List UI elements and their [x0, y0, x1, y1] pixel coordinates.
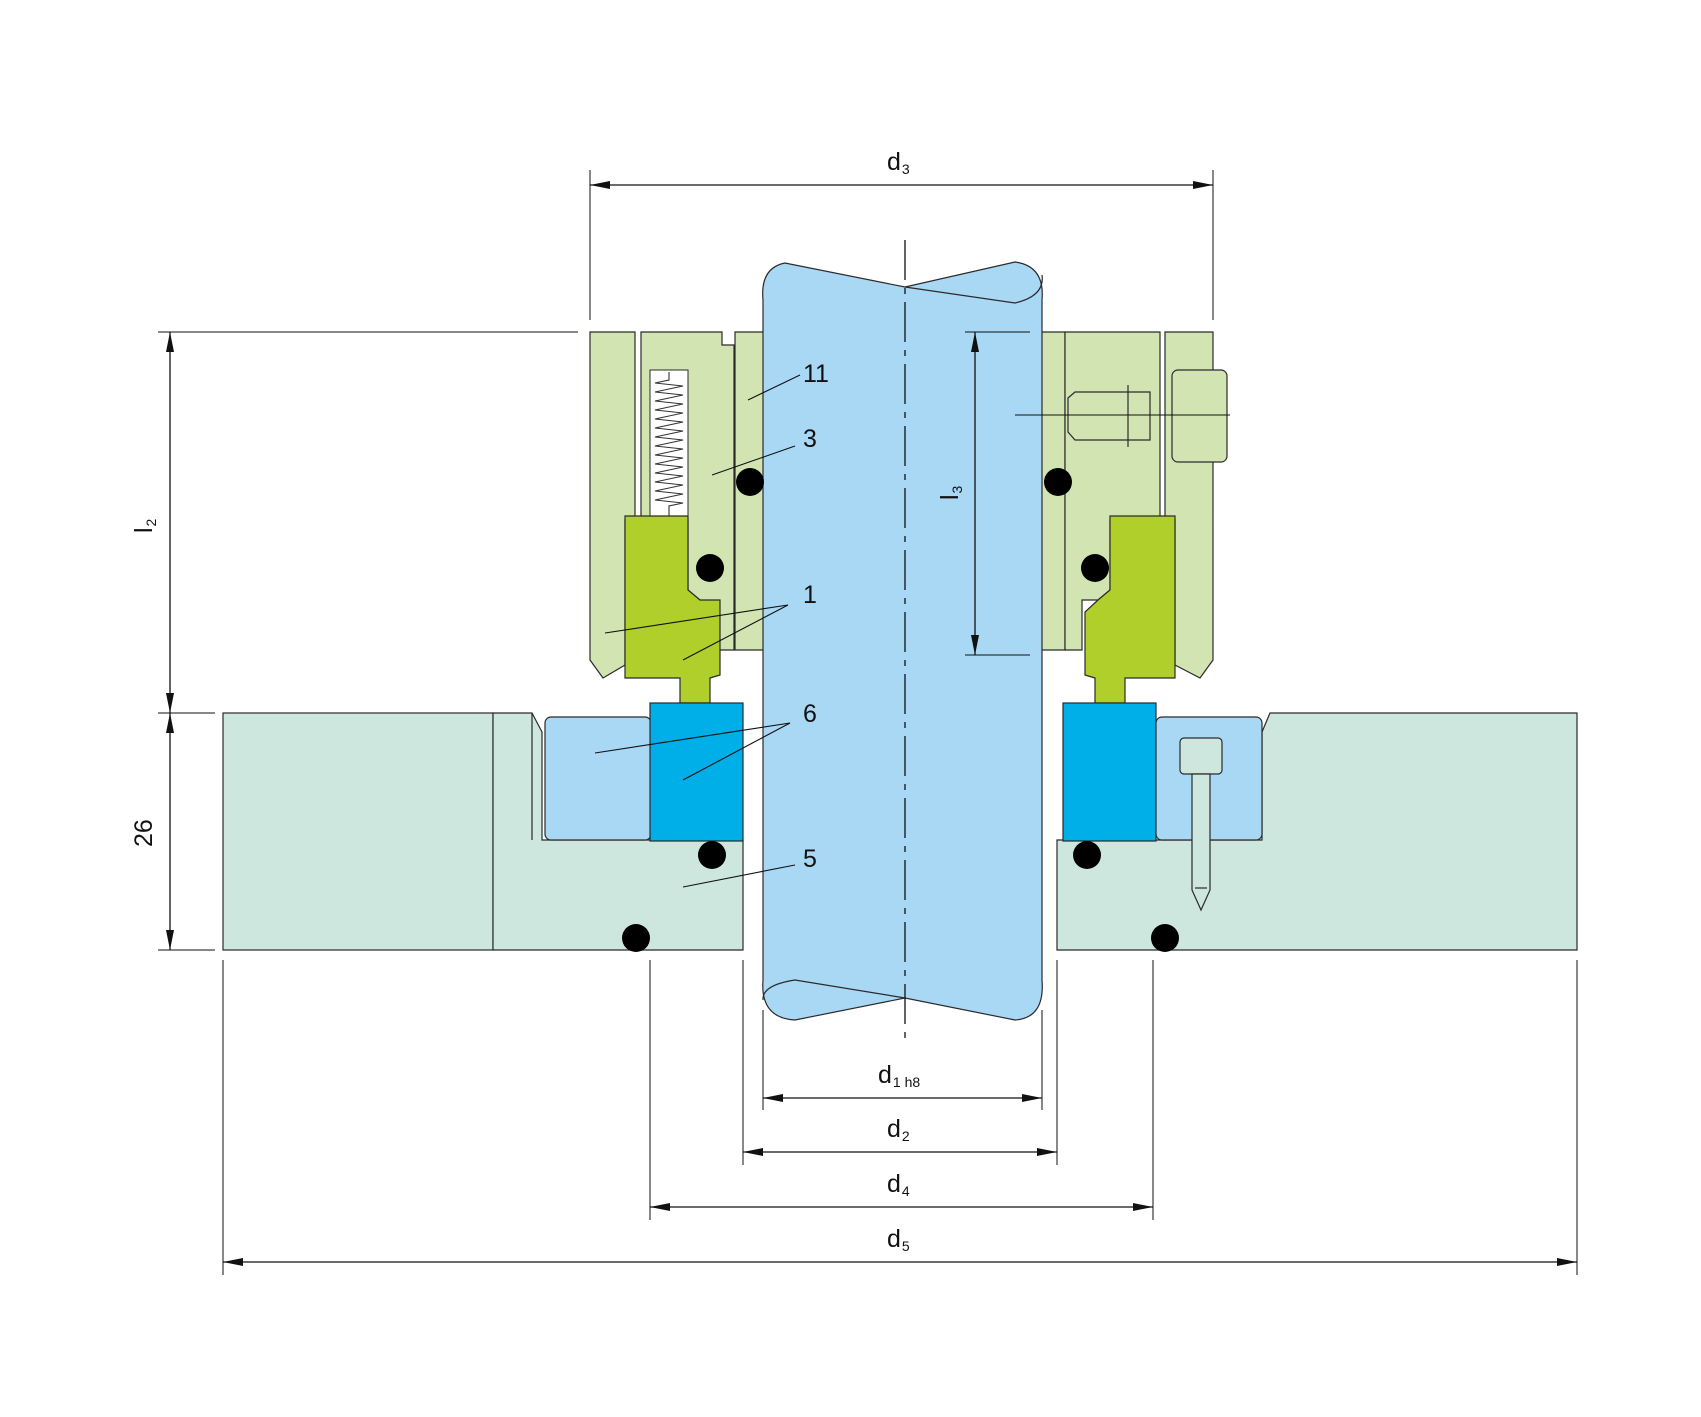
o-ring-6 [1073, 841, 1101, 869]
rotating-face-right [1062, 702, 1157, 842]
part-label-6: 6 [803, 700, 817, 728]
rotating-face-left [649, 702, 744, 842]
pin-screw-shank [1191, 773, 1211, 912]
extension-lines [158, 170, 1578, 1275]
dim-label-d2: d2 [887, 1115, 910, 1144]
spring-icon [654, 372, 684, 530]
o-ring-2 [1044, 468, 1072, 496]
clamp-screw-body [1067, 391, 1151, 441]
spring-coil [654, 372, 684, 530]
part-label-5: 5 [803, 845, 817, 873]
seal-faces [544, 702, 1263, 912]
o-ring-4 [1081, 554, 1109, 582]
dim-label-26: 26 [130, 819, 158, 847]
seat-ring-right [1084, 515, 1176, 704]
seat-ring-left [624, 515, 721, 704]
o-ring-8 [1151, 924, 1179, 952]
stationary-face-left-outer [544, 716, 652, 841]
dimension-labels: d3 d1 h8 d2 d4 d5 l2 26 l3 [130, 148, 965, 1254]
dim-label-d3: d3 [887, 148, 910, 177]
dim-label-l2: l2 [130, 518, 159, 533]
dim-label-d1: d1 h8 [878, 1061, 920, 1090]
dimension-lines [166, 181, 1577, 1266]
part-label-1: 1 [803, 581, 817, 609]
dim-label-d5: d5 [887, 1225, 910, 1254]
part-label-11: 11 [803, 360, 829, 388]
o-ring-3 [696, 554, 724, 582]
dim-label-l3: l3 [936, 485, 965, 500]
o-ring-1 [736, 468, 764, 496]
gland-left [589, 331, 766, 704]
part-label-3: 3 [803, 425, 817, 453]
housing [222, 712, 1578, 951]
clamp-screw-head [1171, 369, 1228, 463]
shaft-break-top [904, 274, 1043, 304]
housing-right [1056, 712, 1578, 951]
part-labels: 11 3 1 6 5 [803, 360, 829, 873]
o-rings [622, 468, 1179, 952]
o-ring-5 [698, 841, 726, 869]
gland-right [1034, 331, 1228, 704]
leader-lines [594, 374, 801, 888]
housing-left-outer [222, 712, 494, 951]
dim-label-d4: d4 [887, 1170, 910, 1199]
shaft-break-bottom [762, 979, 906, 1001]
o-ring-7 [622, 924, 650, 952]
pin-screw-head [1179, 737, 1223, 775]
